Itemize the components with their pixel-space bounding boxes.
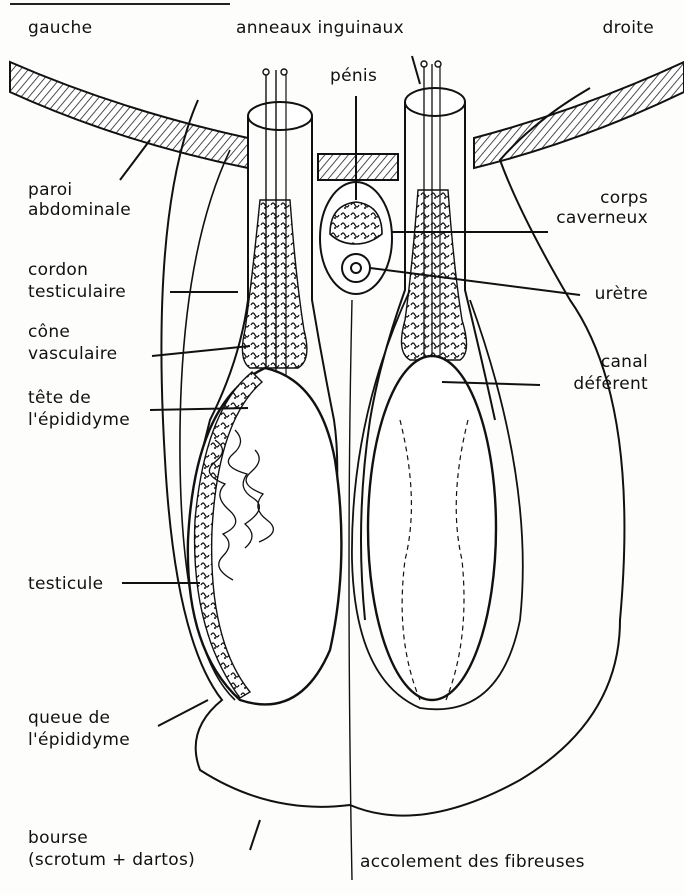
label-queue-de: queue de: [28, 708, 110, 728]
label-deferent: déférent: [573, 374, 648, 394]
label-penis: pénis: [330, 66, 377, 86]
label-epididyme-tete: l'épididyme: [28, 410, 130, 430]
label-vasculaire: vasculaire: [28, 344, 117, 364]
label-paroi: paroi: [28, 180, 72, 200]
abdominal-wall-right: [474, 62, 684, 168]
left-vessel-tip-1: [263, 69, 269, 75]
left-inguinal-ring: [248, 102, 312, 130]
label-cordon: cordon: [28, 260, 88, 280]
label-canal: canal: [601, 352, 648, 372]
label-testiculaire: testiculaire: [28, 282, 126, 302]
label-bourse: bourse: [28, 828, 88, 848]
fibrous-midline: [349, 300, 352, 880]
label-accolement: accolement des fibreuses: [360, 852, 585, 872]
label-uretre: urètre: [595, 284, 648, 304]
label-droite: droite: [603, 18, 654, 38]
urethra-inner: [351, 263, 361, 273]
label-corps: corps: [600, 188, 648, 208]
left-vessel-tip-2: [281, 69, 287, 75]
label-abdominale: abdominale: [28, 200, 131, 220]
label-testicule: testicule: [28, 574, 103, 594]
label-epididyme-queue: l'épididyme: [28, 730, 130, 750]
right-testis: [368, 356, 496, 700]
abdominal-wall-left: [10, 62, 248, 168]
label-cone: cône: [28, 322, 70, 342]
label-tete-de: tête de: [28, 388, 91, 408]
right-vessel-tip-1: [421, 61, 427, 67]
label-scrotum-dartos: (scrotum + dartos): [28, 850, 195, 870]
label-caverneux: caverneux: [556, 208, 648, 228]
label-anneaux-inguinaux: anneaux inguinaux: [236, 18, 404, 38]
right-vessel-tip-2: [435, 61, 441, 67]
left-vascular-cone: [242, 200, 306, 368]
right-vascular-cone: [401, 190, 466, 360]
abdominal-wall-center: [318, 154, 398, 180]
right-inguinal-ring: [405, 88, 465, 116]
label-gauche: gauche: [28, 18, 92, 38]
